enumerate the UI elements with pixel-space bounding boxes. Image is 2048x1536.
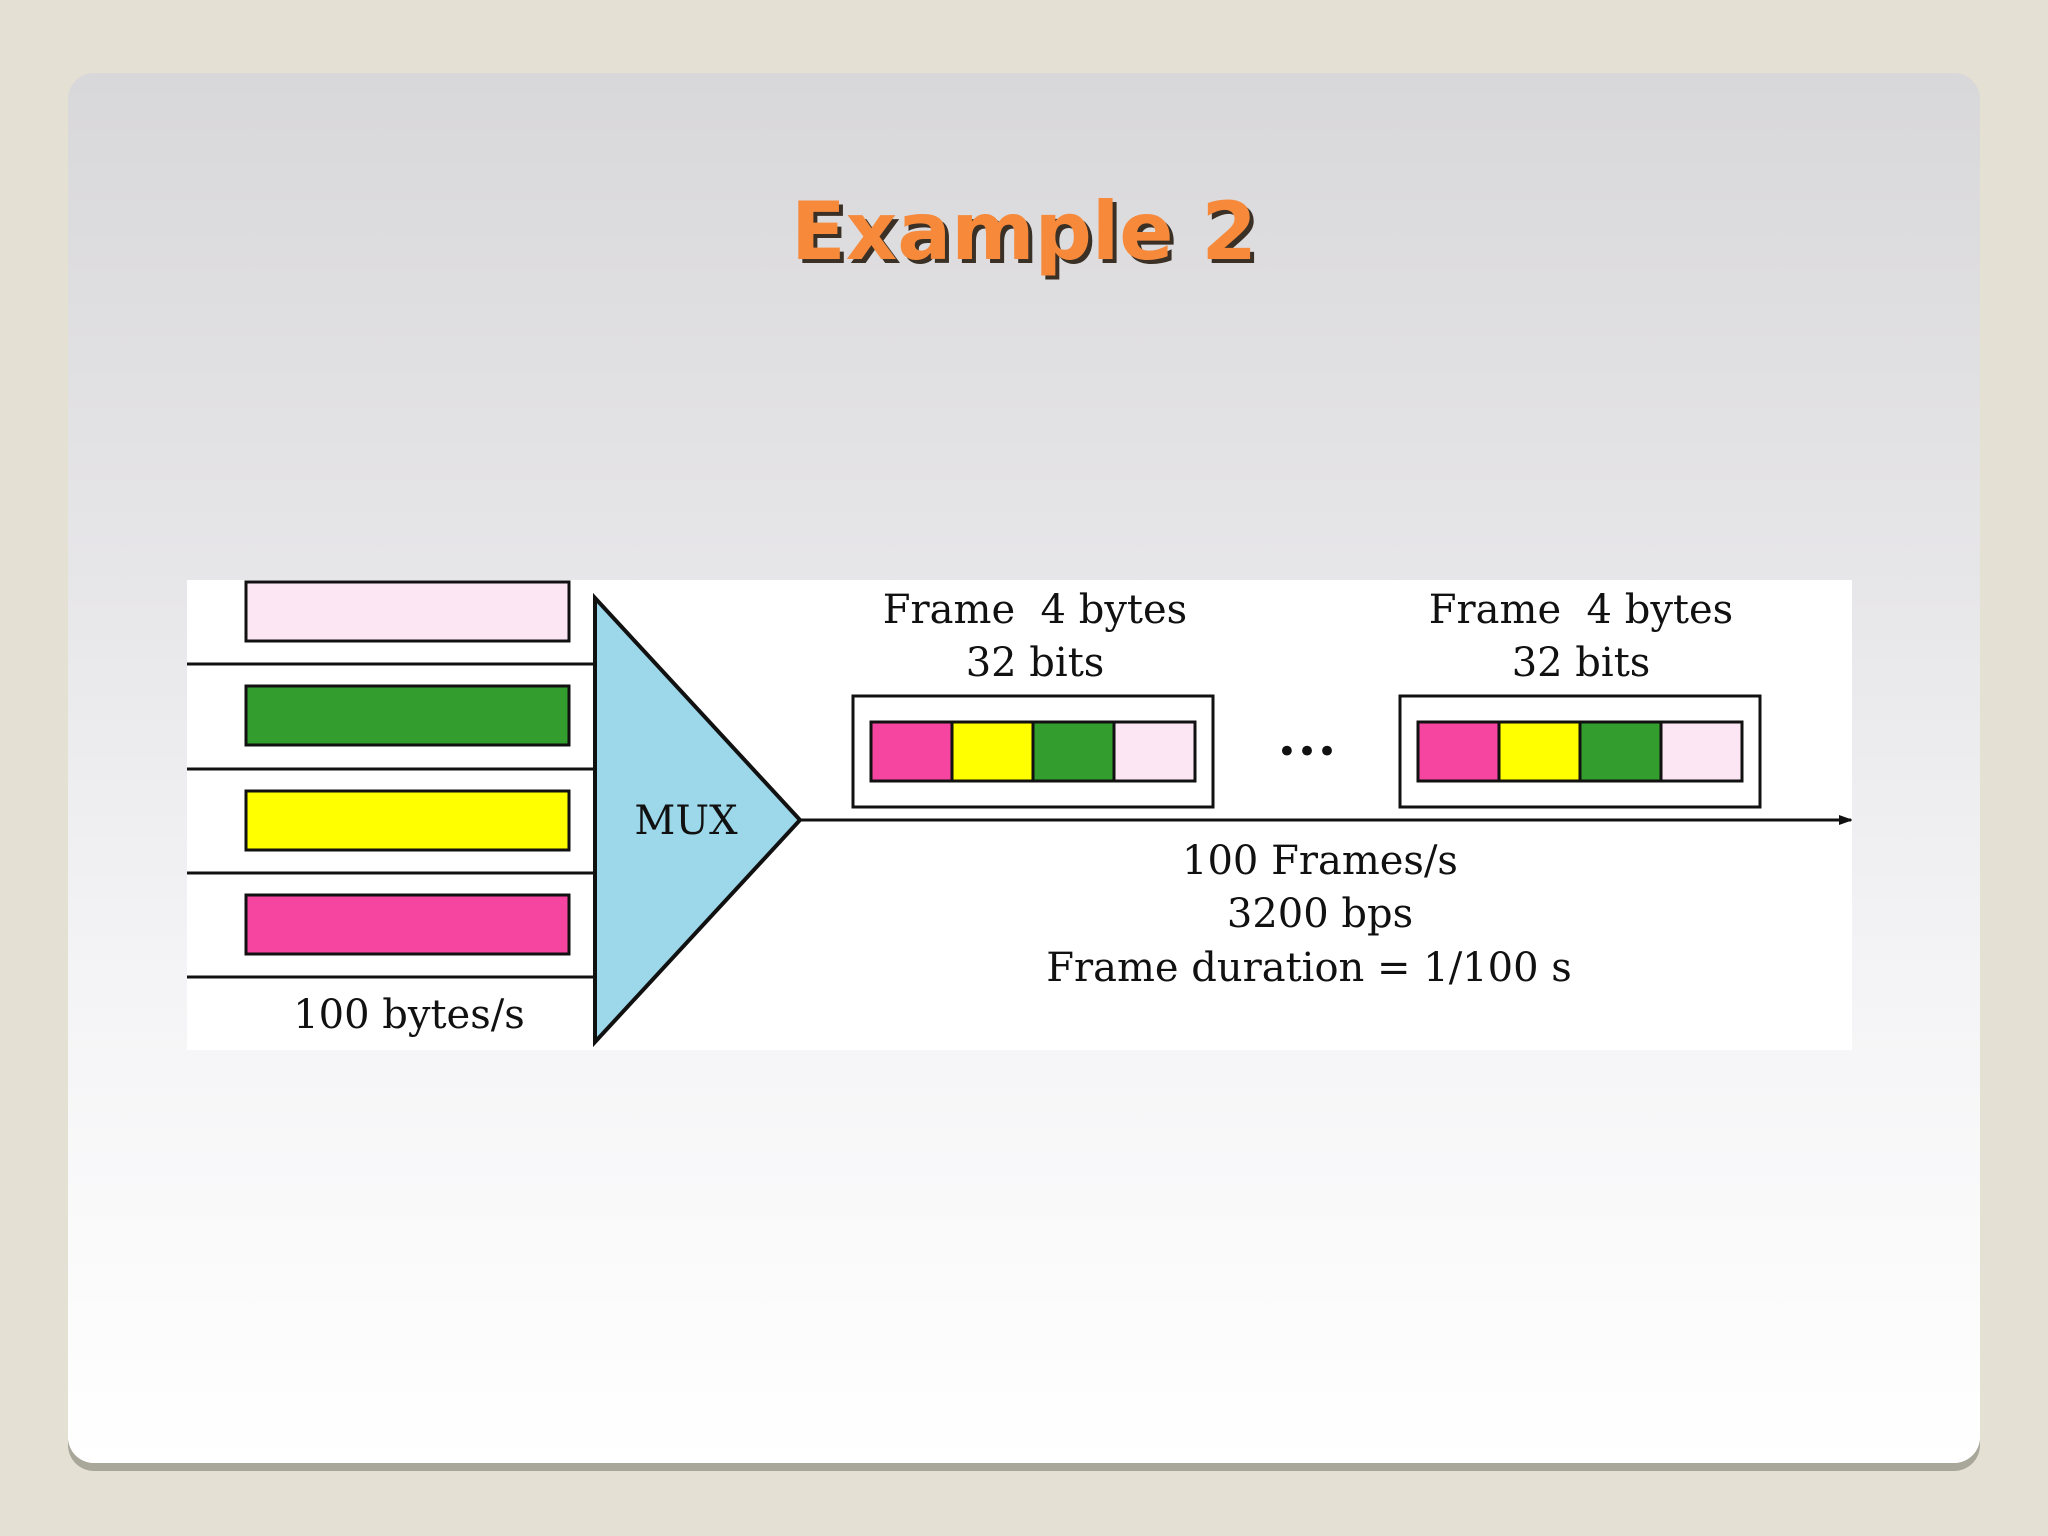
frame-1-slot-pale-pink	[1112, 720, 1197, 783]
mux-triangle	[593, 592, 803, 1048]
input-block-green	[244, 684, 571, 747]
frame-1-caption-line1: Frame 4 bytes	[883, 587, 1187, 633]
frame-1	[851, 694, 1215, 809]
input-block-yellow	[244, 789, 571, 852]
output-bit-rate: 3200 bps	[1227, 891, 1413, 937]
frame-2-slot-green	[1578, 720, 1663, 783]
mux-label: MUX	[634, 798, 738, 844]
frame-2-caption-line2: 32 bits	[1512, 640, 1651, 686]
input-rate-label: 100 bytes/s	[293, 992, 525, 1038]
frame-2	[1398, 694, 1762, 809]
slide-title: Example 2	[790, 185, 1258, 278]
frame-ellipsis: •••	[1277, 732, 1337, 772]
frame-1-slot-green	[1031, 720, 1116, 783]
frame-2-slot-magenta	[1416, 720, 1501, 783]
frame-1-slot-yellow	[950, 720, 1035, 783]
frame-2-slot-pale-pink	[1659, 720, 1744, 783]
tdm-diagram-svg: 100 bytes/s MUX Frame 4 bytes 32 bits ••…	[187, 580, 1852, 1048]
input-lines	[187, 662, 595, 979]
frame-2-slot-yellow	[1497, 720, 1582, 783]
frame-1-slot-magenta	[869, 720, 954, 783]
output-frame-duration: Frame duration = 1/100 s	[1046, 945, 1572, 991]
frame-2-caption-line1: Frame 4 bytes	[1429, 587, 1733, 633]
input-block-pale-pink	[244, 580, 571, 643]
tdm-diagram: 100 bytes/s MUX Frame 4 bytes 32 bits ••…	[187, 580, 1852, 1050]
output-frames-rate: 100 Frames/s	[1182, 838, 1458, 884]
input-block-magenta	[244, 893, 571, 956]
frame-1-caption-line2: 32 bits	[966, 640, 1105, 686]
